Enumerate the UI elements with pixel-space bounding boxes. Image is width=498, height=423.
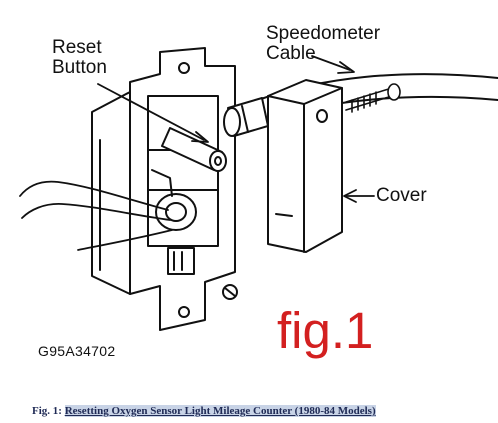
figure-caption: Fig. 1: Resetting Oxygen Sensor Light Mi… — [32, 405, 376, 417]
mechanism — [147, 95, 219, 275]
cover — [267, 79, 343, 253]
mounting-screw — [222, 284, 238, 300]
cover-screw — [345, 83, 401, 113]
caption-title: Resetting Oxygen Sensor Light Mileage Co… — [64, 405, 376, 417]
reset-button-label-line1: Reset — [52, 37, 102, 58]
cover-label: Cover — [376, 185, 427, 206]
wires — [19, 180, 173, 251]
figure-label: fig.1 — [277, 302, 374, 359]
cable-fitting — [223, 97, 269, 137]
reset-button — [161, 127, 227, 172]
caption-prefix: Fig. 1: — [32, 405, 62, 417]
reset-button-label-line2: Button — [52, 57, 107, 78]
speedometer-cable-label-line2: Cable — [266, 43, 316, 64]
drawing-code: G95A34702 — [38, 343, 116, 359]
leader-arrows — [97, 55, 375, 203]
speedometer-cable-label-line1: Speedometer — [266, 23, 381, 44]
